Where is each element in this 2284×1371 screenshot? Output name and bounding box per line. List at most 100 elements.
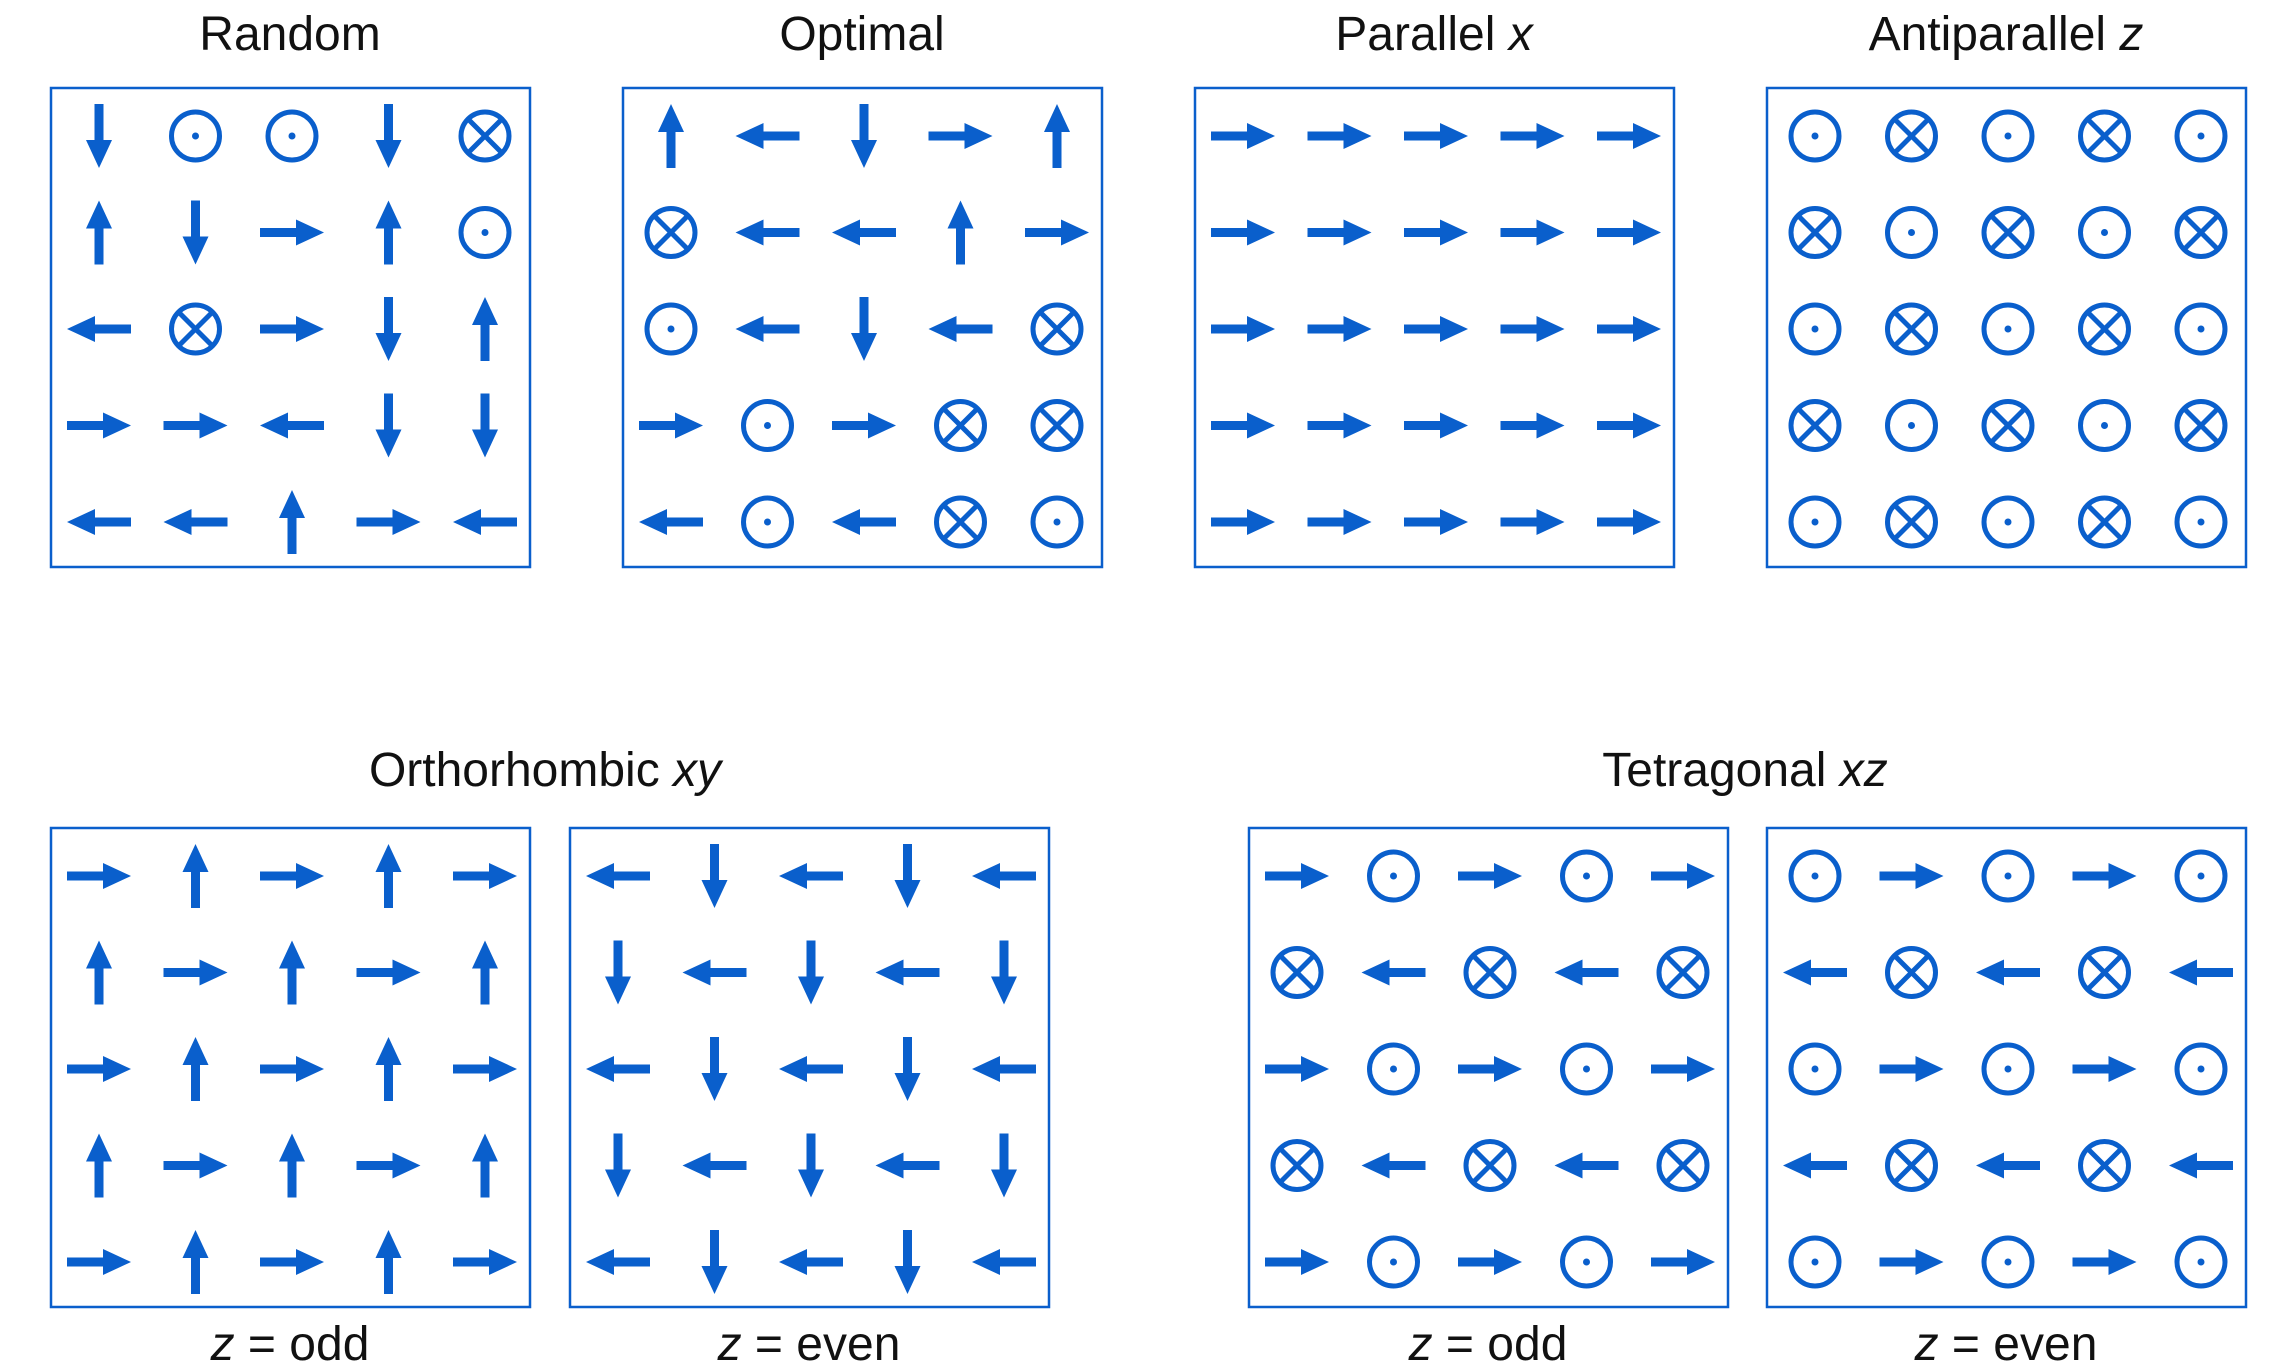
- arrow-right-icon: [1597, 412, 1661, 439]
- panel-frame: [621, 86, 1104, 569]
- arrow-right-icon: [1597, 123, 1661, 149]
- arrow-up-icon: [86, 1133, 112, 1198]
- arrow-right-icon: [2072, 863, 2137, 889]
- cross-in-icon: [1659, 949, 1707, 997]
- arrow-right-icon: [1500, 509, 1565, 535]
- arrow-down-icon: [701, 844, 728, 908]
- arrow-left-icon: [779, 1249, 843, 1275]
- dot-out-icon: [1370, 852, 1418, 900]
- cross-in-icon: [1466, 949, 1514, 997]
- panel-title-optimal: Optimal: [779, 8, 944, 61]
- dot-out-icon: [647, 305, 695, 353]
- cross-in-icon: [1888, 949, 1936, 997]
- cross-in-icon: [2081, 498, 2129, 546]
- arrow-right-icon: [67, 1249, 131, 1275]
- arrow-left-icon: [2169, 959, 2233, 986]
- arrow-left-icon: [972, 863, 1036, 889]
- arrow-right-icon: [356, 959, 421, 986]
- arrow-up-icon: [375, 200, 402, 265]
- dot-out-icon: [2081, 209, 2129, 257]
- panel-frame: [1765, 826, 2248, 1309]
- arrow-right-icon: [1597, 509, 1661, 535]
- arrow-right-icon: [163, 1152, 228, 1179]
- arrow-right-icon: [1500, 219, 1565, 246]
- arrow-right-icon: [1404, 219, 1468, 246]
- dot-out-icon: [1563, 852, 1611, 900]
- dot-out-icon: [268, 112, 316, 160]
- cross-in-icon: [1888, 112, 1936, 160]
- arrow-left-icon: [1361, 959, 1426, 986]
- arrow-right-icon: [1597, 219, 1661, 246]
- arrow-left-icon: [779, 1056, 843, 1082]
- dot-out-icon: [1984, 852, 2032, 900]
- panel-title-parallel-x: Parallel x: [1335, 8, 1534, 61]
- arrow-right-icon: [1307, 316, 1372, 342]
- arrow-up-icon: [375, 1230, 402, 1294]
- dot-out-icon: [1563, 1238, 1611, 1286]
- arrow-right-icon: [1265, 1249, 1329, 1275]
- cross-in-icon: [937, 402, 985, 450]
- arrow-right-icon: [163, 412, 228, 439]
- panel-ortho-odd: [49, 826, 532, 1309]
- arrow-up-icon: [472, 297, 498, 361]
- arrow-right-icon: [1879, 1056, 1944, 1082]
- arrow-left-icon: [972, 1249, 1036, 1275]
- arrow-down-icon: [851, 297, 877, 361]
- dot-out-icon: [1791, 498, 1839, 546]
- panel-random: [49, 86, 532, 569]
- arrow-right-icon: [1651, 1056, 1715, 1082]
- dot-out-icon: [1888, 209, 1936, 257]
- panel-frame: [1765, 86, 2248, 569]
- arrow-down-icon: [605, 940, 631, 1005]
- dot-out-icon: [2177, 305, 2225, 353]
- dot-out-icon: [172, 112, 220, 160]
- arrow-down-icon: [701, 1230, 728, 1294]
- arrow-up-icon: [182, 1230, 209, 1294]
- cross-in-icon: [1791, 402, 1839, 450]
- arrow-right-icon: [356, 509, 421, 535]
- arrow-right-icon: [1597, 316, 1661, 342]
- cross-in-icon: [647, 209, 695, 257]
- arrow-up-icon: [279, 1133, 305, 1198]
- caption-ortho-odd: z = odd: [210, 1318, 370, 1371]
- cross-in-icon: [1033, 402, 1081, 450]
- arrow-left-icon: [682, 1152, 747, 1179]
- cross-in-icon: [937, 498, 985, 546]
- dot-out-icon: [1370, 1238, 1418, 1286]
- dot-out-icon: [744, 498, 792, 546]
- arrow-right-icon: [1307, 123, 1372, 149]
- arrow-left-icon: [586, 863, 650, 889]
- dot-out-icon: [1791, 1045, 1839, 1093]
- arrow-down-icon: [701, 1037, 728, 1101]
- arrow-left-icon: [260, 412, 324, 439]
- arrow-down-icon: [182, 200, 209, 265]
- dot-out-icon: [461, 209, 509, 257]
- dot-out-icon: [1370, 1045, 1418, 1093]
- arrow-right-icon: [453, 1249, 517, 1275]
- dot-out-icon: [1984, 305, 2032, 353]
- arrow-left-icon: [735, 316, 800, 342]
- panel-parallel-x: [1193, 86, 1676, 569]
- dot-out-icon: [1791, 305, 1839, 353]
- arrow-down-icon: [86, 104, 112, 168]
- arrow-left-icon: [682, 959, 747, 986]
- cross-in-icon: [1659, 1142, 1707, 1190]
- arrow-left-icon: [1361, 1152, 1426, 1179]
- arrow-up-icon: [472, 940, 498, 1005]
- arrow-right-icon: [1651, 1249, 1715, 1275]
- arrow-down-icon: [851, 104, 877, 168]
- arrow-right-icon: [1879, 863, 1944, 889]
- arrow-right-icon: [1458, 1249, 1522, 1275]
- arrow-up-icon: [86, 940, 112, 1005]
- cross-in-icon: [2081, 1142, 2129, 1190]
- arrow-up-icon: [182, 1037, 209, 1101]
- arrow-left-icon: [1554, 959, 1619, 986]
- dot-out-icon: [1563, 1045, 1611, 1093]
- arrow-down-icon: [894, 1037, 921, 1101]
- arrow-up-icon: [1044, 104, 1070, 168]
- panel-frame: [1247, 826, 1730, 1309]
- dot-out-icon: [1984, 498, 2032, 546]
- arrow-down-icon: [991, 940, 1017, 1005]
- cross-in-icon: [1984, 402, 2032, 450]
